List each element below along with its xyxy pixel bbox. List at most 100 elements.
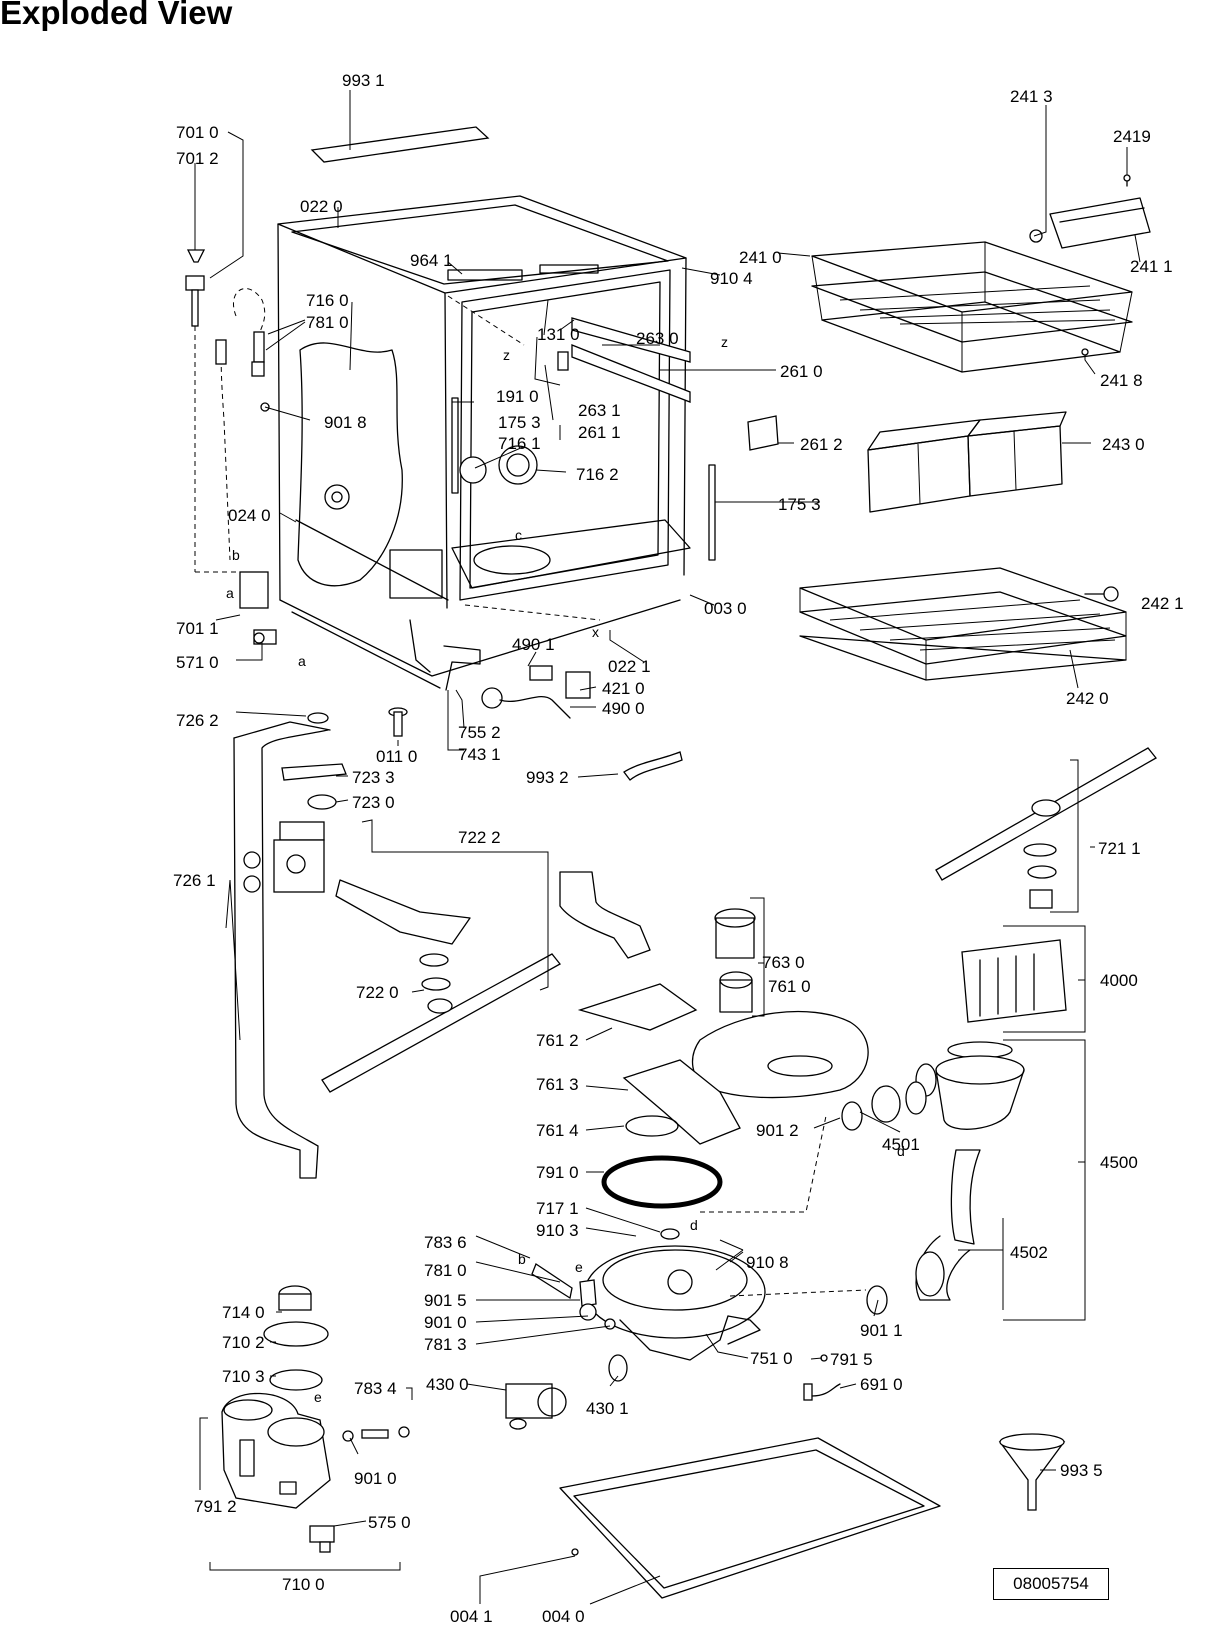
pump-housing-part	[915, 1041, 1025, 1130]
spring-part	[604, 1318, 616, 1330]
part-label: 726 1	[173, 871, 216, 890]
part-label: 710 3	[222, 1367, 265, 1386]
coupling-part	[841, 1081, 927, 1131]
part-label: 131 0	[537, 325, 580, 344]
part-label: 717 1	[536, 1199, 579, 1218]
lower-basket-part	[799, 567, 1127, 681]
part-label: 910 3	[536, 1221, 579, 1240]
seal-part	[608, 1354, 628, 1382]
letter-marker: d	[690, 1217, 698, 1233]
part-label: 901 8	[324, 413, 367, 432]
part-label: 243 0	[1102, 435, 1145, 454]
sensor-part	[803, 1383, 841, 1401]
filter-support-part	[622, 1059, 741, 1145]
page-title: Exploded View	[0, 0, 233, 31]
ring-part	[307, 712, 329, 724]
cap-part	[186, 249, 206, 263]
part-label: 241 1	[1130, 257, 1173, 276]
lower-spray-arm-part	[321, 953, 561, 1093]
hose-part	[915, 1149, 981, 1301]
letter-marker: z	[721, 334, 728, 350]
part-label: 763 0	[762, 953, 805, 972]
part-label: 781 0	[424, 1261, 467, 1280]
cap-part	[660, 1228, 680, 1240]
part-label: 701 2	[176, 149, 219, 168]
part-label: 004 1	[450, 1607, 493, 1626]
top-strip-part	[310, 126, 490, 163]
letter-marker: c	[515, 527, 522, 543]
part-label: 791 5	[830, 1350, 873, 1369]
part-label: 791 2	[194, 1497, 237, 1516]
wrench-part	[623, 751, 683, 781]
letter-marker: x	[592, 624, 599, 640]
seal-part	[601, 1155, 723, 1209]
switch-part	[481, 665, 591, 719]
part-label: 022 1	[608, 657, 651, 676]
side-strip-part	[708, 464, 716, 561]
part-label: 901 0	[354, 1469, 397, 1488]
part-label: 175 3	[498, 413, 541, 432]
part-label: 701 0	[176, 123, 219, 142]
tub-frame-part	[277, 195, 691, 689]
part-label: 2419	[1113, 127, 1151, 146]
part-label: 710 2	[222, 1333, 265, 1352]
pump-part	[505, 1383, 567, 1430]
part-label: 714 0	[222, 1303, 265, 1322]
part-label: 241 8	[1100, 371, 1143, 390]
part-label: 716 2	[576, 465, 619, 484]
part-label: 490 1	[512, 635, 555, 654]
part-label: 691 0	[860, 1375, 903, 1394]
ring-part	[866, 1285, 888, 1315]
base-frame-part	[559, 1437, 941, 1599]
part-label: 701 1	[176, 619, 219, 638]
valve-part	[579, 1303, 597, 1321]
reference-number-box: 08005754	[993, 1568, 1109, 1600]
part-label: 490 0	[602, 699, 645, 718]
letter-marker: z	[503, 347, 510, 363]
bracket-part	[239, 571, 269, 609]
rail-part	[571, 317, 691, 363]
seal-part	[625, 1115, 679, 1137]
part-label: 261 0	[780, 362, 823, 381]
letter-marker: b	[518, 1251, 526, 1267]
nut-part	[307, 794, 337, 810]
spring-part	[215, 331, 265, 377]
part-label: 910 4	[710, 269, 753, 288]
part-label: 901 0	[424, 1313, 467, 1332]
letter-marker: e	[314, 1389, 322, 1405]
part-label: 003 0	[704, 599, 747, 618]
letter-marker: d	[897, 1143, 905, 1159]
level-pipe-part	[531, 1263, 573, 1300]
rail-clip-part	[1123, 174, 1131, 187]
basket-bracket-part	[1029, 197, 1151, 249]
pipe-part	[559, 871, 651, 959]
part-label: 761 2	[536, 1031, 579, 1050]
part-label: 783 4	[354, 1379, 397, 1398]
hose-part	[220, 339, 231, 561]
part-label: 242 1	[1141, 594, 1184, 613]
part-label: 261 2	[800, 435, 843, 454]
part-label: 4502	[1010, 1243, 1048, 1262]
valve-part	[253, 629, 277, 645]
part-label: 263 1	[578, 401, 621, 420]
nozzle-part	[281, 763, 347, 781]
screw-part	[388, 707, 408, 737]
part-label: 022 0	[300, 197, 343, 216]
part-label: 755 2	[458, 723, 501, 742]
part-label: 4000	[1100, 971, 1138, 990]
part-label: 430 0	[426, 1375, 469, 1394]
part-label: 761 3	[536, 1075, 579, 1094]
letter-markers: z z c x b a a b e d d e	[226, 334, 905, 1405]
level-foot-part	[185, 275, 236, 573]
part-label: 910 8	[746, 1253, 789, 1272]
sump-part	[584, 1245, 766, 1361]
funnel-part	[998, 1441, 1066, 1511]
filter-part	[577, 983, 698, 1031]
part-label: 901 5	[424, 1291, 467, 1310]
flat-filter-part	[767, 1055, 833, 1077]
bracket-part	[443, 645, 481, 691]
letter-marker: a	[226, 585, 234, 601]
clip-part	[747, 415, 779, 451]
wheel-part	[1084, 586, 1119, 602]
